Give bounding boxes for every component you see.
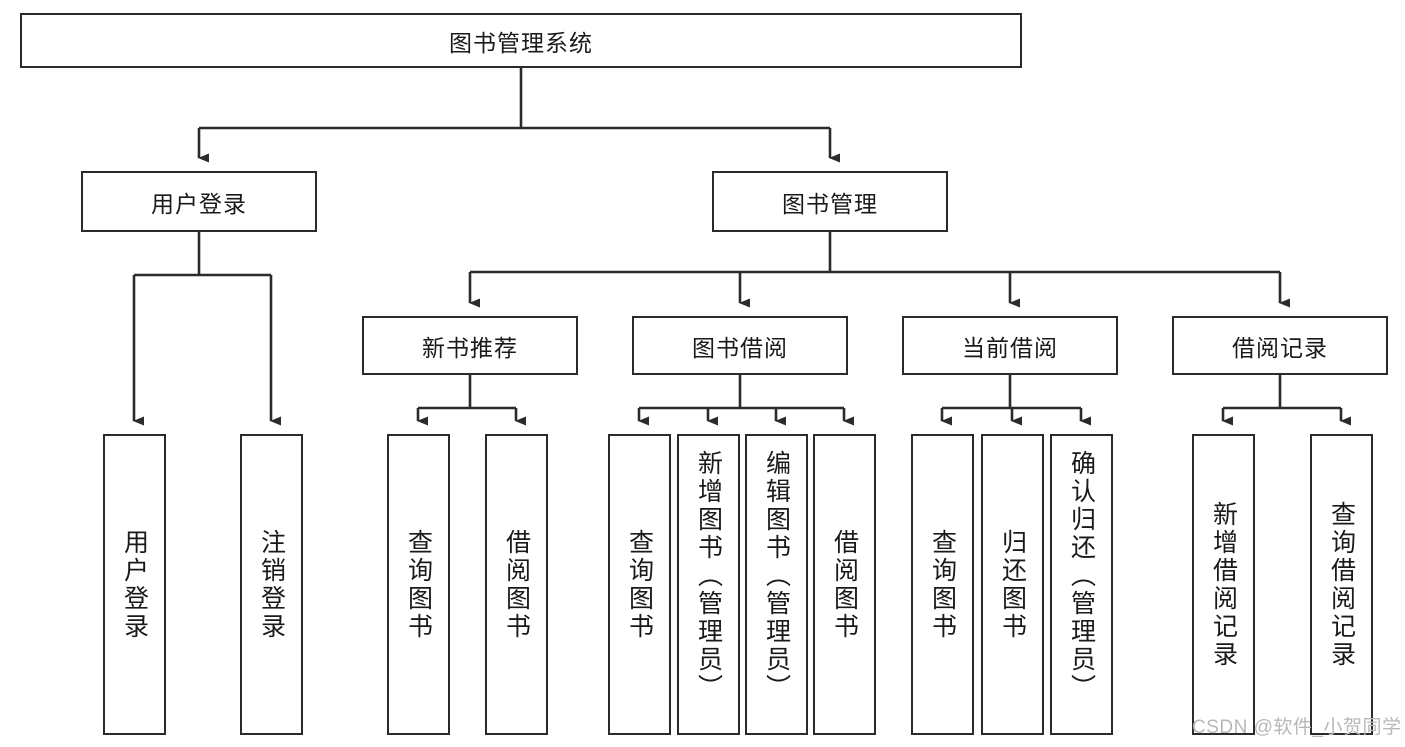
node-root[interactable]: 图书管理系统 [20,13,1022,68]
node-book-borrow[interactable]: 图书借阅 [632,316,848,375]
leaf-user-login-label: 用户登录 [120,528,149,641]
leaf-borrow-book-recommend[interactable]: 借阅图书 [485,434,548,735]
node-borrow-record-label: 借阅记录 [1232,334,1328,361]
leaf-confirm-return-admin-label: 确认归还（管理员） [1067,450,1096,702]
node-book-management[interactable]: 图书管理 [712,171,948,232]
node-book-management-label: 图书管理 [782,190,878,217]
node-current-borrow-label: 当前借阅 [962,334,1058,361]
leaf-borrow-book-recommend-label: 借阅图书 [502,528,531,641]
leaf-add-borrow-record[interactable]: 新增借阅记录 [1192,434,1255,735]
leaf-return-book-label: 归还图书 [998,528,1027,641]
leaf-query-book-recommend[interactable]: 查询图书 [387,434,450,735]
leaf-edit-book-admin[interactable]: 编辑图书（管理员） [745,434,808,735]
node-user-login-label: 用户登录 [151,190,247,217]
node-borrow-record[interactable]: 借阅记录 [1172,316,1388,375]
leaf-add-book-admin-label: 新增图书（管理员） [694,450,723,702]
leaf-query-book-current-label: 查询图书 [928,528,957,641]
leaf-edit-book-admin-label: 编辑图书（管理员） [762,450,791,702]
leaf-logout-login[interactable]: 注销登录 [240,434,303,735]
leaf-query-book-borrow-label: 查询图书 [625,528,654,641]
leaf-query-borrow-record-label: 查询借阅记录 [1327,500,1356,669]
node-root-label: 图书管理系统 [449,29,593,56]
node-book-borrow-label: 图书借阅 [692,334,788,361]
node-current-borrow[interactable]: 当前借阅 [902,316,1118,375]
csdn-watermark: CSDN @软件_小贺同学 [1192,717,1402,738]
leaf-borrow-book[interactable]: 借阅图书 [813,434,876,735]
leaf-add-borrow-record-label: 新增借阅记录 [1209,500,1238,669]
node-user-login[interactable]: 用户登录 [81,171,317,232]
leaf-confirm-return-admin[interactable]: 确认归还（管理员） [1050,434,1113,735]
leaf-query-book-borrow[interactable]: 查询图书 [608,434,671,735]
leaf-query-book-current[interactable]: 查询图书 [911,434,974,735]
leaf-borrow-book-label: 借阅图书 [830,528,859,641]
leaf-add-book-admin[interactable]: 新增图书（管理员） [677,434,740,735]
node-new-book-recommend[interactable]: 新书推荐 [362,316,578,375]
leaf-return-book[interactable]: 归还图书 [981,434,1044,735]
node-new-book-recommend-label: 新书推荐 [422,334,518,361]
leaf-logout-login-label: 注销登录 [257,528,286,641]
leaf-query-borrow-record[interactable]: 查询借阅记录 [1310,434,1373,735]
leaf-query-book-recommend-label: 查询图书 [404,528,433,641]
leaf-user-login[interactable]: 用户登录 [103,434,166,735]
